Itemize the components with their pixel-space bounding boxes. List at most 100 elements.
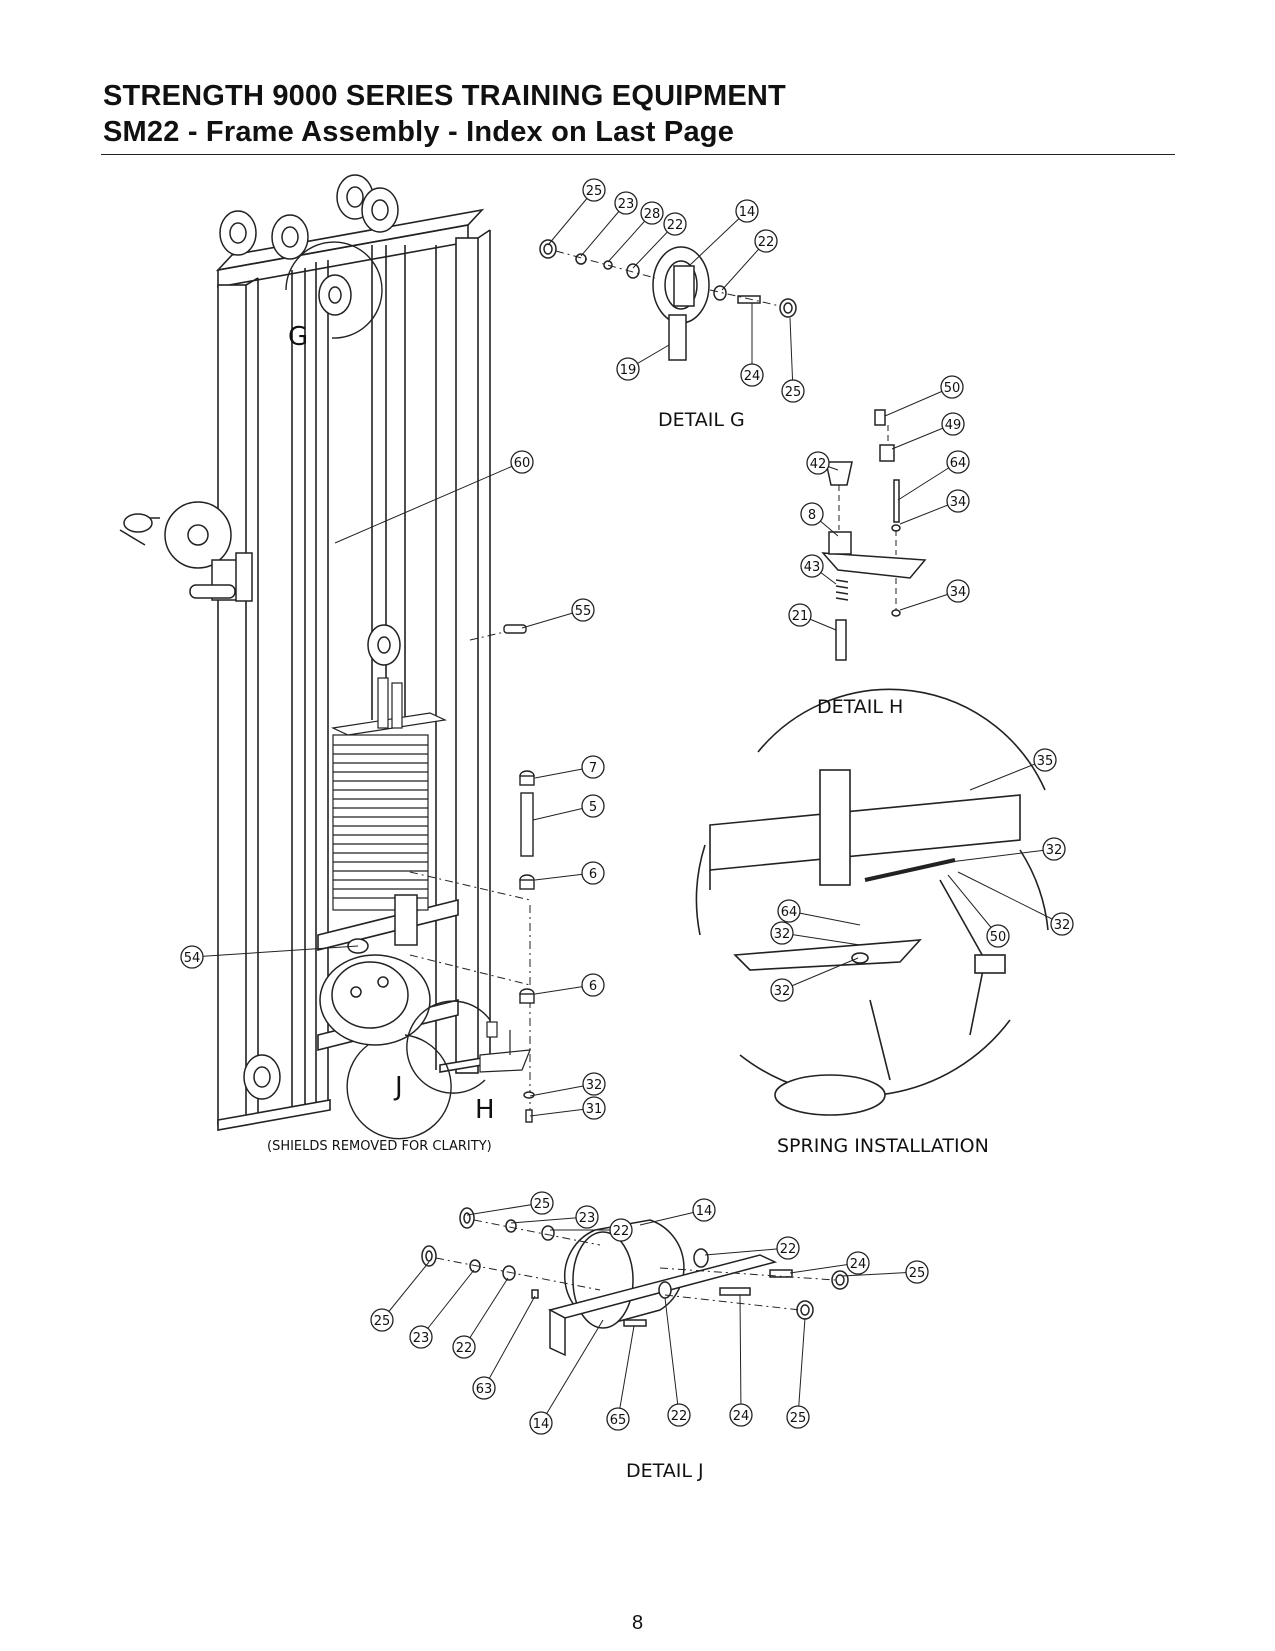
callout-detail_j-15: 25 — [786, 1405, 810, 1429]
callout-circle — [640, 201, 664, 225]
callout-detail_j-13: 22 — [667, 1403, 691, 1427]
detail-j-reference: J — [393, 1072, 403, 1102]
callout-circle — [692, 1198, 716, 1222]
callout-detail_h-0: 50 — [940, 375, 964, 399]
callout-detail_h-4: 8 — [800, 502, 824, 526]
callout-detail_h-1: 49 — [941, 412, 965, 436]
carriage-pulley — [319, 894, 431, 1046]
detail-h-dashed — [838, 425, 897, 610]
callout-main-1: 55 — [571, 598, 595, 622]
callout-circle — [776, 1236, 800, 1260]
callout-circle — [777, 899, 801, 923]
callout-number: 25 — [374, 1314, 391, 1329]
leader-line — [334, 461, 523, 544]
callout-number: 6 — [589, 867, 597, 882]
callout-detail_j-3: 14 — [692, 1198, 716, 1222]
leader-line — [463, 1277, 509, 1348]
callout-main-6: 6 — [581, 973, 605, 997]
callout-detail_g-3: 22 — [663, 212, 687, 236]
callout-circle — [409, 1325, 433, 1349]
callout-number: 14 — [533, 1417, 550, 1432]
callout-spring-0: 35 — [1033, 748, 1057, 772]
callout-circle — [740, 363, 764, 387]
callout-detail_j-6: 25 — [905, 1260, 929, 1284]
header-rule — [101, 154, 1175, 155]
callout-number: 32 — [1046, 843, 1063, 858]
callout-detail_j-9: 22 — [452, 1335, 476, 1359]
callout-number: 31 — [586, 1102, 603, 1117]
callout-circle — [581, 973, 605, 997]
callout-detail_g-7: 24 — [740, 363, 764, 387]
adjustable-arm — [119, 513, 253, 602]
main-dashed-connectors — [409, 627, 531, 1120]
detail-g-circle — [285, 241, 383, 339]
callout-circle — [370, 1308, 394, 1332]
callout-detail_h-8: 21 — [788, 603, 812, 627]
callout-circle — [609, 1218, 633, 1242]
callout-circle — [941, 412, 965, 436]
leader-line — [788, 910, 861, 926]
detail-g-reference: G — [288, 322, 308, 352]
callout-detail_h-6: 43 — [800, 554, 824, 578]
leader-line — [841, 1271, 918, 1277]
callout-main-3: 5 — [581, 794, 605, 818]
callout-number: 64 — [950, 456, 967, 471]
callout-number: 24 — [850, 1257, 867, 1272]
callout-number: 22 — [758, 235, 775, 250]
callout-circle — [180, 945, 204, 969]
callout-number: 32 — [586, 1078, 603, 1093]
leader-line — [540, 1319, 604, 1424]
callout-main-7: 32 — [582, 1072, 606, 1096]
pulley-wheels — [164, 174, 401, 1100]
callout-number: 32 — [1054, 918, 1071, 933]
callout-number: 28 — [644, 207, 661, 222]
callout-circle — [667, 1403, 691, 1427]
callout-circle — [571, 598, 595, 622]
callout-circle — [582, 1096, 606, 1120]
callout-circle — [581, 794, 605, 818]
callout-detail_h-2: 42 — [806, 451, 830, 475]
leader-line — [781, 932, 861, 946]
callout-detail_g-2: 28 — [640, 201, 664, 225]
callout-circle — [946, 579, 970, 603]
callout-circle — [754, 229, 778, 253]
callout-circle — [800, 502, 824, 526]
callout-circle — [606, 1407, 630, 1431]
callout-spring-3: 64 — [777, 899, 801, 923]
callout-number: 32 — [774, 927, 791, 942]
callout-circle — [786, 1405, 810, 1429]
callout-number: 42 — [810, 457, 827, 472]
callout-number: 49 — [945, 418, 962, 433]
callout-circle — [472, 1376, 496, 1400]
detail-h-circle — [406, 1000, 491, 1094]
main-assembly-drawing — [215, 208, 501, 1131]
detail-j-drawing — [421, 1207, 849, 1357]
leader-line — [949, 848, 1055, 863]
callout-circle — [663, 212, 687, 236]
callout-number: 22 — [613, 1224, 630, 1239]
callout-number: 54 — [184, 951, 201, 966]
callout-number: 21 — [792, 609, 809, 624]
callout-number: 25 — [586, 184, 603, 199]
callout-detail_g-8: 25 — [781, 379, 805, 403]
callout-number: 22 — [780, 1242, 797, 1257]
leader-line — [957, 871, 1063, 925]
callout-spring-2: 32 — [1050, 912, 1074, 936]
callout-circle — [1050, 912, 1074, 936]
callout-circle — [530, 1191, 554, 1215]
callout-circle — [846, 1251, 870, 1275]
leader-line — [884, 386, 953, 417]
callout-detail_g-6: 19 — [616, 357, 640, 381]
callout-detail_h-5: 34 — [946, 489, 970, 513]
detail-h-drawing — [821, 409, 927, 661]
callout-circle — [905, 1260, 929, 1284]
callout-circle — [1033, 748, 1057, 772]
callout-number: 25 — [909, 1266, 926, 1281]
leader-line — [969, 759, 1046, 791]
callout-detail_j-14: 24 — [729, 1403, 753, 1427]
callout-number: 22 — [671, 1409, 688, 1424]
callout-number: 25 — [785, 385, 802, 400]
callout-circle — [788, 603, 812, 627]
leader-line — [739, 1294, 742, 1416]
callout-circle — [510, 450, 534, 474]
